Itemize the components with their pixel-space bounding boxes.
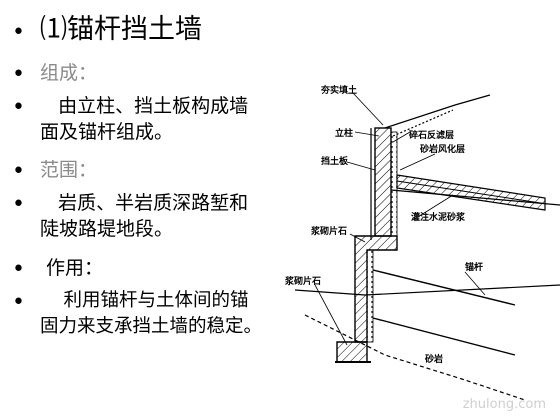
fill-slope-line (384, 94, 491, 129)
bullet-list: • ⑴锚杆挡土墙 • 组成： • 由立柱、挡土板构成墙 面及锚杆组成。 • 范围… (12, 14, 263, 337)
anchor-bar-lower (372, 317, 516, 356)
lower-ground-line (294, 289, 366, 296)
scope-label: 范围： (40, 159, 98, 181)
leader-panel (346, 161, 376, 171)
watermark: zhulong.com (462, 397, 546, 412)
function-label: 作用： (40, 257, 104, 279)
leader-grout (412, 194, 454, 221)
anchor-bar-upper (396, 180, 548, 205)
label-grout: 灌注水泥砂浆 (411, 211, 466, 223)
label-panel: 挡土板 (321, 155, 349, 167)
composition-text: 由立柱、挡土板构成墙 面及锚杆组成。 (40, 95, 249, 144)
bullet-marker: • (12, 62, 25, 87)
bullet-marker: • (12, 290, 25, 315)
bullet-marker: • (12, 192, 25, 217)
bullet-marker: • (12, 257, 25, 282)
label-rubble-upper: 浆砌片石 (310, 225, 347, 237)
filter-layer-upper (390, 131, 398, 237)
slip-line (304, 314, 526, 401)
anchors (372, 174, 548, 356)
ground-lines (294, 94, 560, 401)
label-sandstone: 砂岩 (425, 353, 443, 365)
fill-surface-hatch (392, 109, 454, 137)
leader-rubble-upper (349, 233, 366, 243)
anchor-bar-middle (372, 269, 516, 306)
leader-anchor (464, 271, 486, 296)
filter-layer-lower (366, 249, 374, 343)
label-weathered: 砂岩风化层 (420, 143, 465, 155)
leader-column (354, 131, 380, 137)
column-upper (374, 127, 392, 237)
composition-label: 组成： (40, 62, 98, 84)
bullet-marker: • (12, 95, 25, 120)
section-title: ⑴锚杆挡土墙 (40, 14, 202, 45)
bullet-marker: • (12, 159, 25, 184)
rubble-footing (336, 341, 368, 363)
anchor-wall-diagram: 夯实填土 立柱 碎石反滤层 砂岩风化层 挡土板 灌注水泥砂浆 浆砌片石 锚杆 浆… (284, 84, 560, 401)
label-backfill: 夯实填土 (320, 84, 357, 96)
lower-wall (335, 235, 398, 363)
label-filter: 碎石反滤层 (409, 129, 454, 141)
leader-backfill (352, 92, 384, 126)
leader-filter (392, 131, 411, 143)
upper-wall (370, 127, 398, 240)
leader-rubble-lower (314, 284, 348, 346)
label-column: 立柱 (335, 127, 353, 139)
bullet-marker: • (12, 20, 25, 45)
label-anchor: 锚杆 (465, 261, 483, 273)
label-rubble-lower: 浆砌片石 (284, 275, 321, 287)
rock-layer-line (364, 284, 560, 296)
leader-weathered (399, 153, 436, 171)
leader-lines (314, 92, 486, 346)
column-lower (354, 235, 398, 343)
function-text: 利用锚杆与土体间的锚 固力来支承挡土墙的稳定。 (40, 290, 263, 337)
scope-text: 岩质、半岩质深路堑和 陡坡路堤地段。 (40, 192, 249, 241)
